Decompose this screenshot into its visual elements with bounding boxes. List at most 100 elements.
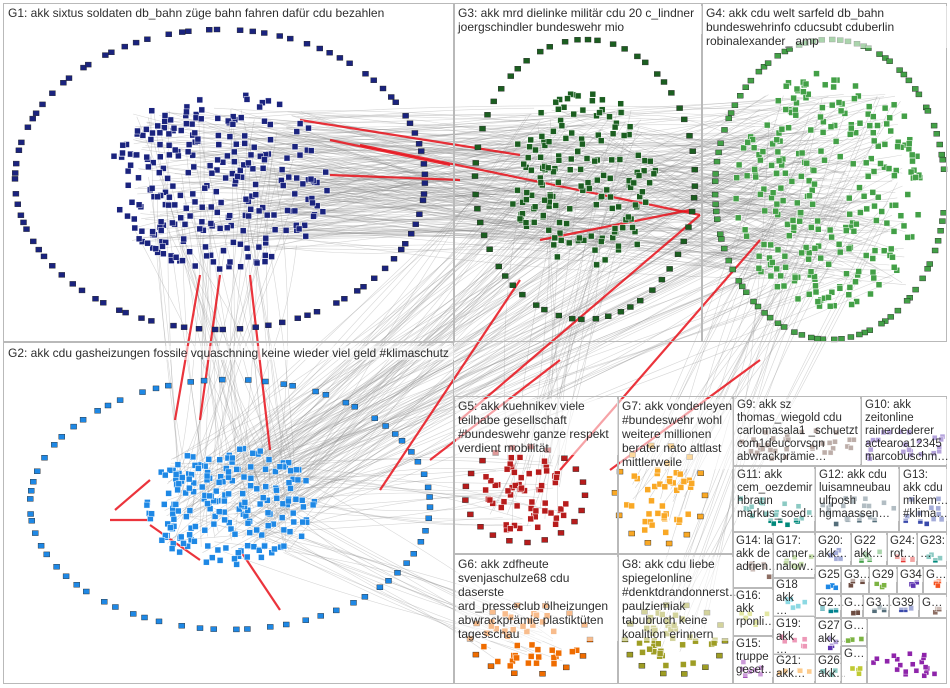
- node-g4: [905, 192, 911, 198]
- node-g2: [63, 574, 69, 579]
- node-g7: [684, 532, 690, 537]
- node-g1: [246, 213, 252, 219]
- node-g3: [580, 107, 586, 113]
- node-g3: [593, 316, 599, 321]
- node-g3: [602, 257, 608, 263]
- node-g3: [523, 197, 529, 203]
- node-g3: [533, 147, 539, 153]
- node-g4: [822, 82, 828, 88]
- node-small: [903, 669, 908, 674]
- node-g1: [185, 149, 191, 155]
- node-g2: [29, 518, 35, 523]
- node-g4: [781, 283, 787, 289]
- node-g8: [660, 671, 666, 676]
- node-g1: [251, 144, 257, 150]
- node-g7: [662, 484, 668, 490]
- group-label-small-6: G…: [920, 597, 950, 610]
- node-small: [911, 583, 916, 588]
- node-g3: [578, 166, 584, 172]
- node-g4: [815, 226, 821, 232]
- node-g1: [208, 204, 214, 210]
- node-g2: [211, 521, 217, 527]
- node-g3: [559, 123, 565, 129]
- node-g4: [808, 224, 814, 230]
- node-g3: [567, 167, 573, 173]
- node-g1: [179, 30, 185, 35]
- node-g7: [661, 513, 667, 519]
- node-small: [932, 671, 937, 676]
- node-g2: [166, 490, 172, 496]
- node-g2: [408, 449, 414, 454]
- node-g4: [712, 179, 718, 184]
- node-g2: [217, 457, 223, 463]
- node-g1: [237, 241, 243, 247]
- node-g2: [362, 594, 368, 599]
- node-g3: [546, 139, 552, 145]
- node-g4: [806, 178, 812, 184]
- node-small: [874, 656, 879, 661]
- node-g2: [293, 467, 299, 473]
- node-g7: [685, 511, 691, 517]
- node-g4: [783, 264, 789, 270]
- node-g6: [535, 647, 541, 653]
- node-g1: [403, 113, 409, 118]
- node-g5: [561, 456, 567, 461]
- node-g7: [663, 529, 669, 535]
- node-g1: [18, 140, 24, 145]
- node-g1: [250, 166, 256, 172]
- node-g6: [540, 671, 546, 676]
- node-g1: [231, 149, 237, 155]
- node-g5: [508, 455, 514, 461]
- node-g2: [404, 561, 410, 566]
- node-g4: [728, 111, 734, 116]
- node-g1: [294, 175, 300, 181]
- node-g1: [49, 263, 55, 268]
- node-g3: [473, 160, 479, 165]
- group-label-g26: G26: akk…: [816, 655, 845, 681]
- node-g2: [372, 416, 378, 421]
- node-g4: [716, 150, 722, 155]
- node-g1: [294, 129, 300, 135]
- node-g1: [248, 206, 254, 212]
- node-g2: [232, 556, 238, 562]
- node-g3: [634, 54, 640, 59]
- node-g1: [217, 225, 223, 231]
- node-g4: [912, 86, 918, 91]
- node-g4: [846, 246, 852, 252]
- node-g1: [40, 102, 46, 107]
- node-g1: [260, 165, 266, 171]
- node-g3: [542, 197, 548, 203]
- node-g2: [186, 476, 192, 482]
- node-g2: [140, 390, 146, 395]
- node-g2: [263, 484, 269, 490]
- node-g4: [775, 53, 781, 58]
- node-g2: [418, 539, 424, 544]
- node-g1: [283, 227, 289, 233]
- node-g2: [241, 474, 247, 480]
- node-g3: [528, 167, 534, 173]
- node-g1: [79, 288, 85, 293]
- node-g1: [168, 117, 174, 123]
- node-g3: [625, 214, 631, 220]
- node-g1: [93, 296, 99, 301]
- node-g2: [318, 613, 324, 618]
- node-g2: [415, 459, 421, 464]
- node-g4: [756, 265, 762, 271]
- node-g4: [730, 267, 736, 272]
- node-g1: [166, 131, 172, 137]
- node-g2: [179, 623, 185, 628]
- node-g5: [505, 488, 511, 494]
- node-g1: [271, 212, 277, 218]
- node-g4: [757, 191, 763, 197]
- node-g4: [813, 289, 819, 295]
- node-g5: [533, 508, 539, 514]
- node-g2: [101, 599, 107, 604]
- node-g6: [536, 654, 542, 660]
- node-g5: [501, 499, 507, 505]
- node-g4: [778, 185, 784, 191]
- node-g1: [15, 202, 21, 207]
- node-g2: [280, 501, 286, 507]
- node-g4: [833, 138, 839, 144]
- node-g2: [192, 524, 198, 530]
- node-g4: [875, 123, 881, 129]
